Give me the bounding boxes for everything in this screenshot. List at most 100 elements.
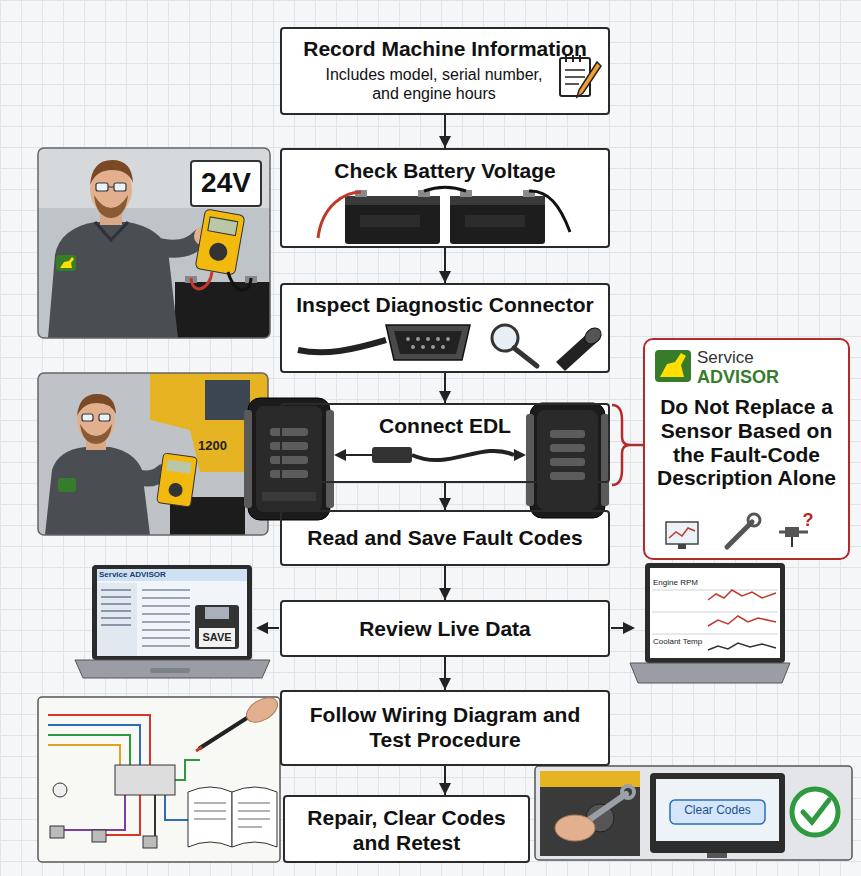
technician-photo [157,453,198,507]
flow-arrow [439,115,451,148]
repair-panel [540,771,640,856]
connector-tools [426,337,430,341]
battery-pair [318,192,361,238]
technician-photo [38,148,270,338]
box-fill [280,690,610,766]
edl-device [537,410,598,510]
button-label: Clear Codes [670,804,765,818]
process-box: Check Battery Voltage [280,148,610,248]
box-fill [280,27,610,115]
technician-photo [114,183,126,191]
repair-panel [792,789,838,835]
photo-frame [38,373,268,535]
callout-icons [669,528,695,538]
arrow-head [439,783,451,795]
process-box: Repair, Clear Codes and Retest [283,795,530,863]
edl-device [550,458,585,466]
technician-photo [96,183,108,191]
battery-pair [465,215,525,227]
flow-arrow [439,566,451,600]
wiring-diagram-panel [150,795,155,840]
technician-photo [195,209,245,275]
repair-panel [656,779,779,841]
service-advisor-logo [660,353,686,377]
repair-panel [803,800,829,822]
connector-tools [514,348,537,366]
box-title: Repair, Clear Codes and Retest [293,805,520,855]
edl-device [526,414,534,506]
box-text: Do Not Replace a Sensor Based on the Fau… [653,395,840,489]
process-box: Review Live Data [280,600,610,657]
repair-panel [650,773,785,853]
box-title: Service [697,349,840,368]
technician-photo [208,217,238,236]
callout-icons [678,544,686,549]
edl-device [550,472,585,480]
box-fill [283,795,530,863]
laptop-screen [101,590,131,625]
laptop-screen [75,565,270,678]
battery-pair [318,187,570,244]
wiring-diagram-panel [143,836,157,848]
battery-pair [450,200,545,244]
repair-panel [555,815,595,841]
technician-photo [90,160,133,185]
wiring-diagram-panel [242,693,281,727]
wiring-diagram-panel [194,803,270,827]
wiring-diagram-panel [48,735,130,765]
technician-photo [195,209,245,275]
screen-text: Coolant Temp [653,637,707,646]
battery-pair [424,187,466,191]
arrow-head [439,498,451,510]
technician-photo [94,195,128,218]
wiring-diagram-panel [48,745,120,765]
laptop-screen [645,563,785,663]
connector-tools [436,337,440,341]
process-box: Read and Save Fault Codes [280,510,610,566]
screen-title: Service ADVISOR [99,570,209,579]
technician-photo [228,272,251,290]
callout-bracket [612,405,643,485]
technician-photo [77,394,116,416]
wiring-diagram-panel [196,747,202,751]
technician-photo [80,424,112,444]
edl-device [244,398,609,520]
repair-panel [707,853,727,858]
edl-cable [346,454,372,456]
technician-photo [150,238,200,249]
technician-photo [56,255,76,271]
box-fill [280,27,850,863]
button-label: SAVE [199,631,235,644]
voltage-callout: 24V [190,160,262,207]
wiring-diagram-panel [232,787,277,847]
edl-cable [334,447,526,463]
technician-photo [205,380,250,420]
wiring-diagram-panel [53,783,67,797]
technician-photo [38,148,270,208]
callout-icons [748,514,760,526]
callout-bracket [630,444,643,447]
wiring-diagram-panel [115,765,175,795]
wiring-diagram-panel [48,715,210,840]
laptop-screen [97,569,247,656]
wiring-diagram-panel [100,795,140,835]
technician-photo [108,186,114,187]
connector-tools [298,340,386,352]
edl-cable [412,451,514,460]
battery-pair [529,191,570,232]
connector-tools [411,345,415,349]
side-arrow [611,627,624,629]
flow-arrow [439,373,451,403]
edl-cable [514,449,526,461]
edl-device [550,444,585,452]
flow-arrow [439,248,451,283]
box-title: Inspect Diagnostic Connector [290,293,600,317]
technician-photo [99,414,110,421]
battery-pair [360,215,420,227]
repair-panel [622,786,634,798]
box-title: Follow Wiring Diagram and Test Procedure [292,702,598,752]
laptop-screen [97,569,247,581]
side-arrow [623,622,635,634]
edl-device [248,398,330,520]
callout-icons [791,537,793,547]
